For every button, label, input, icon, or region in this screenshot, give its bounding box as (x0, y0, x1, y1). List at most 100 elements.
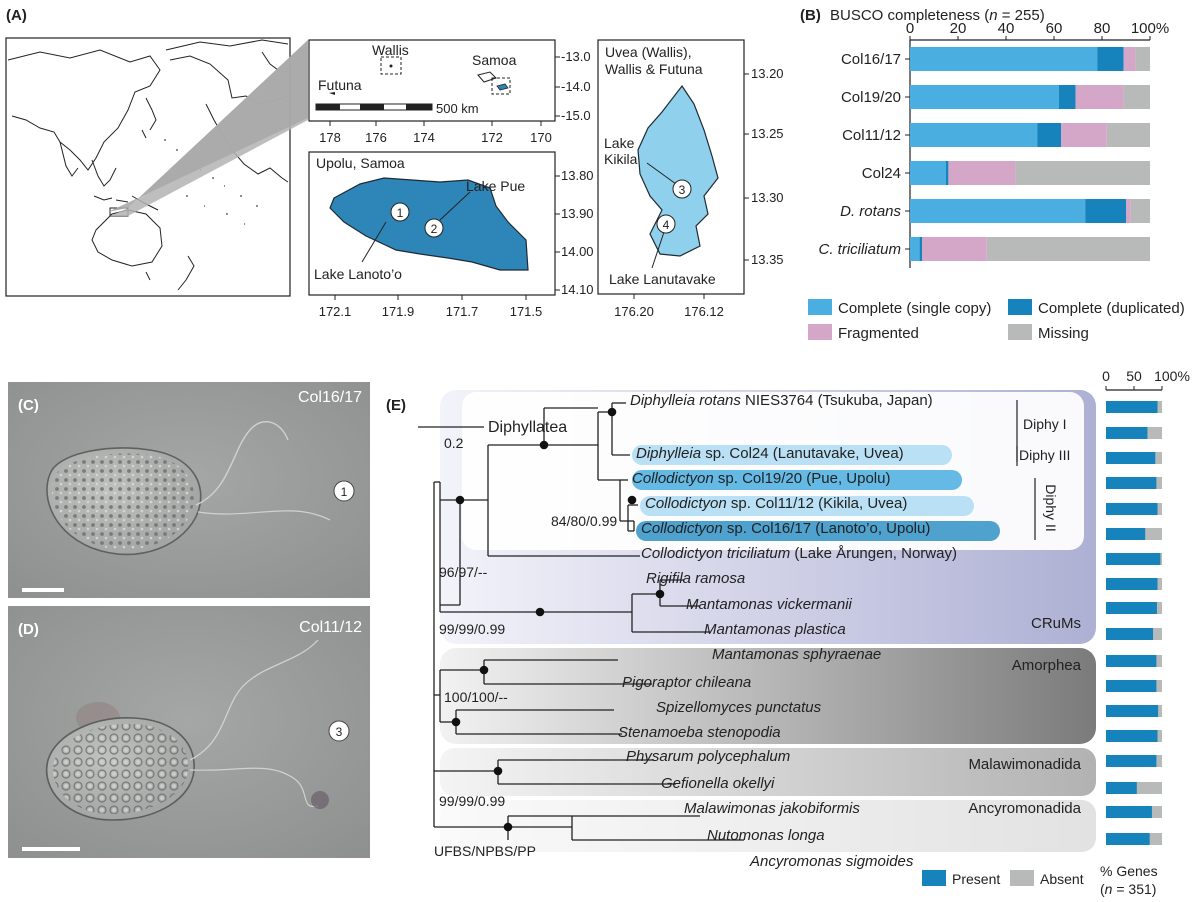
upolu-lat-tick-3: 14.00 (561, 244, 594, 259)
taxon-label: Collodictyon sp. Col16/17 (Lanoto’o, Upo… (641, 520, 930, 537)
support-96-97: 96/97/-- (439, 564, 488, 580)
micrograph-d: (D) Col11/12 3 (8, 606, 370, 858)
busco-bar-segment (1123, 85, 1150, 109)
upolu-lat-tick-4: 14.10 (561, 282, 594, 297)
upolu-lon-tick-2: 171.9 (382, 304, 415, 319)
panel-c-label: (C) (18, 397, 39, 414)
taxon-label: Gefionella okellyi (661, 775, 775, 792)
panel-a-label: (A) (6, 7, 27, 24)
gene-bar-present (1106, 782, 1137, 794)
taxon-label: Mantamonas plastica (704, 621, 846, 638)
gene-bar-present (1106, 628, 1154, 640)
taxon-label: Malawimonas jakobiformis (684, 800, 860, 817)
label-diphyllatea: Diphyllatea (488, 419, 567, 436)
label-diphy-1: Diphy I (1023, 416, 1067, 432)
region-lon-tick-3: 174 (413, 130, 435, 145)
gene-bar-present (1106, 477, 1157, 489)
gene-tick-label: 0 (1102, 368, 1110, 384)
busco-tick-label: 20 (950, 20, 967, 37)
region-lon-tick-4: 172 (481, 130, 503, 145)
taxon-label: Diphylleia sp. Col24 (Lanutavake, Uvea) (636, 445, 904, 462)
gene-bar-present (1106, 655, 1157, 667)
support-99-99-crums: 99/99/0.99 (439, 621, 505, 637)
label-diphy-2: Diphy II (1043, 484, 1059, 531)
highlight-col11-12 (640, 496, 974, 516)
busco-bar-segment (910, 161, 946, 185)
panel-e-label: (E) (386, 397, 406, 414)
tree-node-dots (451, 407, 665, 832)
busco-legend-label: Fragmented (838, 325, 919, 342)
upolu-title: Upolu, Samoa (316, 155, 405, 171)
micro-c-strain: Col16/17 (298, 389, 362, 406)
busco-bar-segment (946, 161, 949, 185)
micro-d-strain: Col11/12 (299, 619, 362, 636)
highlight-col19-20 (632, 470, 962, 490)
gene-bar-present (1106, 503, 1158, 515)
uvea-lat-tick-3: 13.30 (751, 190, 784, 205)
busco-tick-label: 100% (1131, 20, 1169, 37)
micrograph-c: (C) Col16/17 1 (8, 382, 370, 598)
upolu-lat-tick-1: 13.80 (561, 168, 594, 183)
label-wallis: Wallis (372, 42, 409, 58)
world-map (5, 37, 291, 297)
gene-bar-present (1106, 427, 1148, 439)
busco-row-label: C. triciliatum (818, 241, 901, 258)
zoom-wedge-fill (108, 40, 308, 212)
uvea-island-icon (637, 84, 719, 257)
label-futuna: Futuna (318, 77, 362, 93)
busco-tick-label: 60 (1046, 20, 1063, 37)
legend-absent-swatch (1010, 870, 1034, 886)
busco-bar-segment (910, 237, 920, 261)
micro-d-site: 3 (336, 725, 343, 739)
busco-bar-segment (1085, 199, 1126, 223)
region-lon-tick-5: 170 (530, 130, 552, 145)
busco-bar-segment (910, 123, 1038, 147)
taxa-labels: Diphylleia rotans NIES3764 (Tsukuba, Jap… (618, 392, 957, 870)
busco-tick-label: 0 (906, 20, 914, 37)
samoa-lat-tick-3: -15.0 (561, 108, 591, 123)
region-inset: Wallis Futuna Samoa 500 km -13.0 -14.0 -… (308, 39, 591, 145)
taxon-label: Physarum polycephalum (626, 748, 790, 765)
legend-present: Present (952, 871, 1000, 887)
busco-tick-label: 80 (1094, 20, 1111, 37)
uvea-inset: Uvea (Wallis), Wallis & Futuna 3 4 Lake … (597, 39, 784, 319)
phylogeny-branches (433, 402, 744, 841)
taxon-label: Mantamonas sphyraenae (712, 646, 881, 663)
gene-bar-present (1106, 705, 1159, 717)
gene-bar-present (1106, 730, 1158, 742)
upolu-lat-tick-2: 13.90 (561, 206, 594, 221)
gene-caption-1: % Genes (1100, 863, 1158, 879)
taxon-label: Collodictyon sp. Col11/12 (Kikila, Uvea) (645, 495, 907, 512)
busco-legend-label: Complete (single copy) (838, 300, 991, 317)
taxon-label: Pigoraptor chileana (622, 674, 751, 691)
uvea-lat-tick-2: 13.25 (751, 126, 784, 141)
busco-bar-segment (919, 237, 922, 261)
uvea-lon-tick-1: 176.20 (614, 304, 654, 319)
gene-bar-present (1106, 452, 1156, 464)
gene-bar-present (1106, 602, 1157, 614)
samoa-lat-tick-2: -14.0 (561, 79, 591, 94)
region-lon-tick-2: 176 (365, 130, 387, 145)
label-lake-kikila-1: Lake (604, 135, 635, 151)
label-ancyromonadida: Ancyromonadida (968, 800, 1081, 817)
busco-row-label: D. rotans (840, 203, 901, 220)
busco-legend-label: Missing (1038, 325, 1089, 342)
label-malawimonadida: Malawimonadida (968, 756, 1081, 773)
busco-bar-segment (948, 161, 1016, 185)
gene-bar-present (1106, 401, 1158, 413)
taxon-label: Rigifila ramosa (646, 570, 745, 587)
label-crums: CRuMs (1031, 615, 1081, 632)
busco-bar-segment (922, 237, 987, 261)
busco-bar-segment (1061, 123, 1107, 147)
taxon-label: Collodictyon triciliatum (Lake Årungen, … (641, 545, 957, 562)
busco-bar-segment (1075, 85, 1124, 109)
group-amorphea-bg (440, 648, 1096, 744)
gene-bar-present (1106, 578, 1158, 590)
gene-bar-present (1106, 806, 1152, 818)
uvea-lat-tick-1: 13.20 (751, 66, 784, 81)
highlight-col24 (632, 445, 952, 465)
scale-bar-c-icon (22, 588, 64, 592)
gene-caption-2: (n = 351) (1100, 881, 1156, 897)
